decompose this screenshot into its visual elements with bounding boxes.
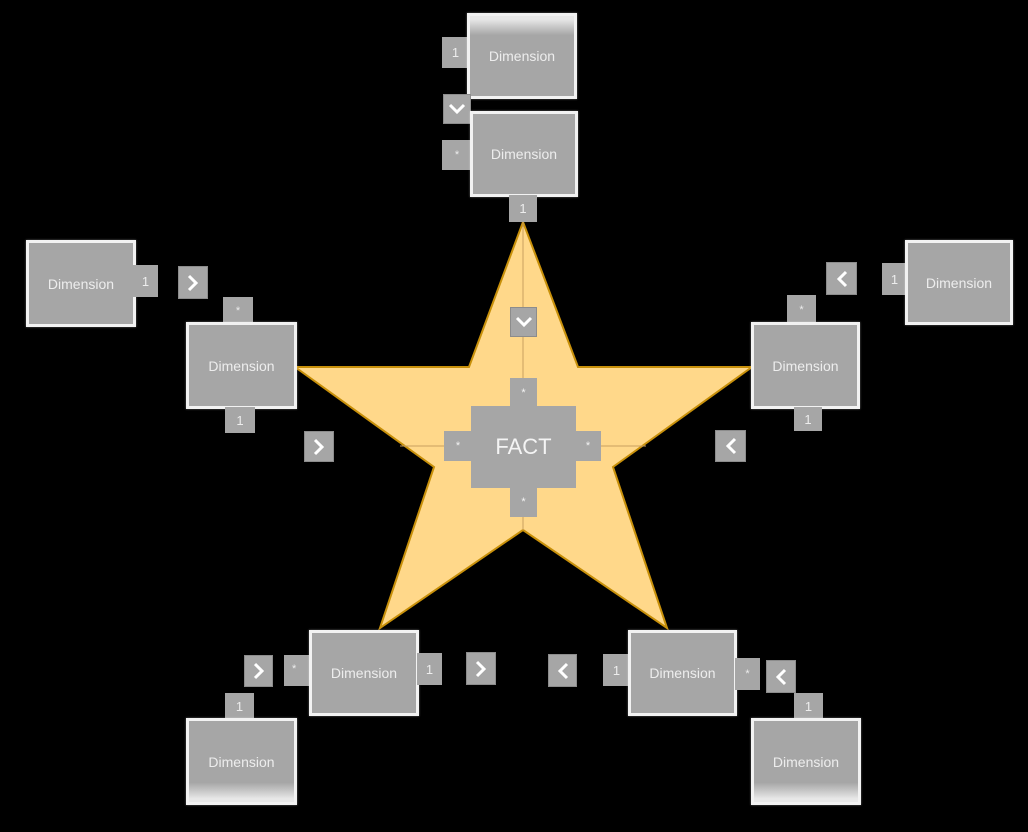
dimension-box-right-inner[interactable]: Dimension (751, 322, 860, 409)
chevron-down-icon (510, 307, 537, 337)
fact-label: FACT (495, 434, 552, 459)
dimension-label: Dimension (47, 275, 115, 292)
bottom-left-outer-tab-top: 1 (225, 693, 254, 720)
chevron-down-icon (443, 94, 471, 124)
dimension-box-top-outer[interactable]: Dimension (467, 13, 577, 99)
dimension-box-bottom-left-outer[interactable]: Dimension (186, 718, 297, 805)
top-inner-tab-bottom: 1 (509, 195, 537, 222)
dimension-box-bottom-right-inner[interactable]: Dimension (628, 630, 737, 716)
bottom-right-inner-tab-right: * (735, 658, 760, 690)
left-inner-tab-bottom: 1 (225, 407, 255, 433)
dimension-label: Dimension (649, 665, 716, 681)
chevron-left-icon (715, 430, 746, 462)
fact-tab-left: * (444, 431, 472, 461)
top-outer-tab-left: 1 (442, 37, 469, 68)
right-inner-tab-top: * (787, 295, 816, 324)
dimension-label: Dimension (330, 665, 398, 681)
dimension-label: Dimension (208, 753, 275, 770)
dimension-box-left-outer[interactable]: Dimension (26, 240, 136, 327)
chevron-left-icon (548, 654, 577, 687)
dimension-box-left-inner[interactable]: Dimension (186, 322, 297, 409)
chevron-left-icon (766, 660, 796, 693)
dimension-box-bottom-left-inner[interactable]: Dimension (309, 630, 419, 716)
top-inner-tab-left: * (442, 140, 472, 170)
dimension-label: Dimension (490, 146, 558, 162)
bottom-left-inner-tab-right: 1 (417, 653, 442, 685)
dimension-box-bottom-right-outer[interactable]: Dimension (751, 718, 861, 805)
bottom-right-inner-tab-left: 1 (603, 654, 630, 686)
chevron-right-icon (244, 655, 273, 687)
left-inner-tab-top: * (223, 297, 253, 324)
dimension-label: Dimension (208, 357, 275, 374)
fact-tab-right: * (575, 431, 601, 461)
dimension-label: Dimension (772, 357, 839, 374)
chevron-right-icon (178, 266, 208, 299)
dimension-label: Dimension (772, 753, 840, 770)
left-outer-tab-right: 1 (133, 265, 158, 297)
fact-table-box[interactable]: FACT (471, 406, 576, 488)
bottom-right-outer-tab-top: 1 (794, 693, 823, 720)
dimension-label: Dimension (925, 274, 993, 291)
chevron-right-icon (304, 431, 334, 462)
right-outer-tab-left: 1 (882, 263, 907, 295)
dimension-box-right-outer[interactable]: Dimension (905, 240, 1013, 325)
bottom-left-inner-tab-left: * (284, 655, 311, 686)
dimension-label: Dimension (488, 48, 556, 64)
chevron-left-icon (826, 262, 857, 295)
dimension-box-top-inner[interactable]: Dimension (470, 111, 578, 197)
chevron-right-icon (466, 652, 496, 685)
fact-tab-bottom: * (510, 487, 537, 517)
fact-tab-top: * (510, 378, 537, 407)
right-inner-tab-bottom: 1 (794, 407, 822, 431)
